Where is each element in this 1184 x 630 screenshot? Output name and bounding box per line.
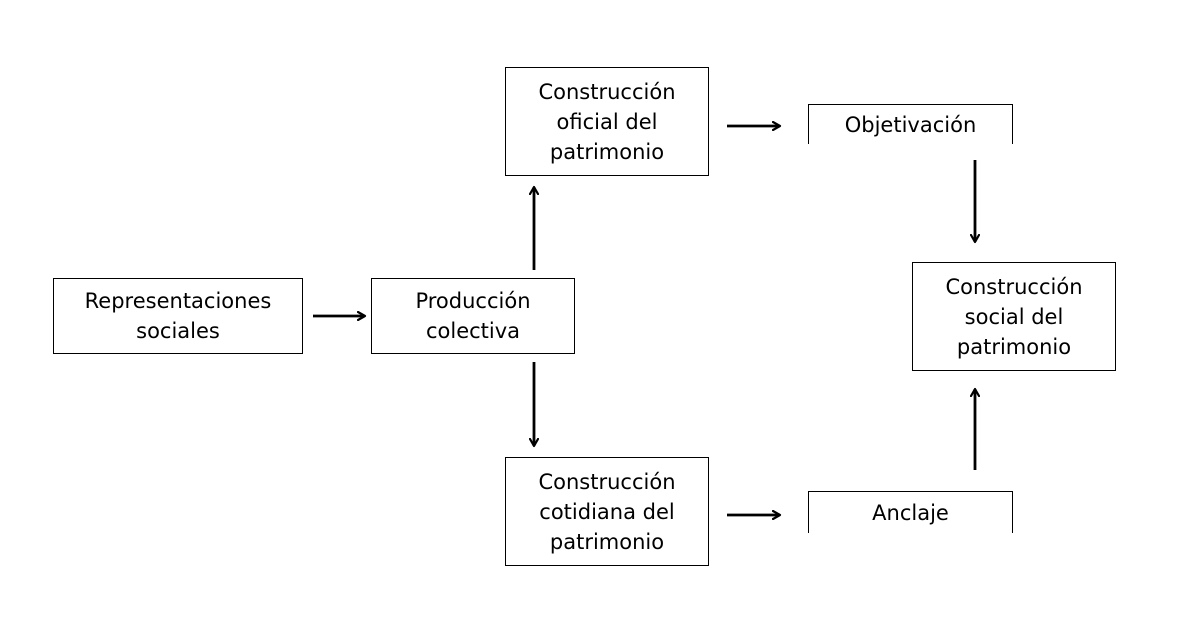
node-representaciones-sociales: Representaciones sociales bbox=[53, 278, 303, 354]
node-line: Construcción bbox=[538, 469, 676, 494]
node-line: Anclaje bbox=[872, 500, 949, 525]
node-line: colectiva bbox=[425, 319, 521, 343]
node-construccion-cotidiana: Construcción cotidiana del patrimonio bbox=[505, 457, 709, 566]
node-line: oficial del bbox=[556, 109, 658, 134]
node-line: patrimonio bbox=[956, 334, 1072, 359]
node-line: patrimonio bbox=[549, 529, 665, 554]
node-line: Objetivación bbox=[844, 112, 977, 137]
node-produccion-colectiva: Producción colectiva bbox=[371, 278, 575, 354]
node-line: social del bbox=[964, 304, 1064, 329]
node-line: Construcción bbox=[538, 79, 676, 104]
node-line: Representaciones bbox=[84, 289, 272, 313]
node-line: cotidiana del bbox=[539, 499, 675, 524]
node-construccion-oficial: Construcción oficial del patrimonio bbox=[505, 67, 709, 176]
node-anclaje: Anclaje bbox=[808, 491, 1013, 533]
node-line: patrimonio bbox=[549, 139, 665, 164]
node-line: sociales bbox=[136, 319, 220, 343]
node-line: Construcción bbox=[945, 274, 1083, 299]
node-construccion-social: Construcción social del patrimonio bbox=[912, 262, 1116, 371]
node-objetivacion: Objetivación bbox=[808, 104, 1013, 144]
node-line: Producción bbox=[415, 289, 531, 313]
